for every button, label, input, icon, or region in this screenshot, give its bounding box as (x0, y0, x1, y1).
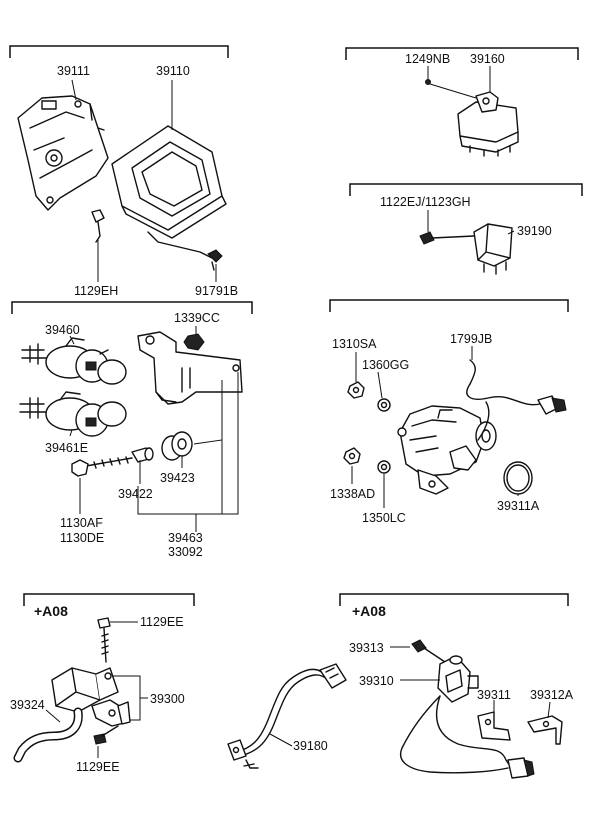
part-number-label: 39180 (293, 739, 328, 753)
group-bracket (11, 301, 253, 314)
part-number-label: 1122EJ/1123GH (380, 195, 471, 209)
collar-39422-part (131, 447, 154, 463)
distributor-harness-part (466, 359, 567, 441)
group-bracket (23, 593, 195, 606)
leader-line (377, 371, 383, 399)
sensor-harness-part (227, 663, 347, 769)
washer-1350lc-part (377, 460, 391, 474)
group-bracket (349, 183, 583, 196)
distributor-part (397, 405, 497, 495)
grommet-39423-part (161, 431, 193, 461)
valve-bracket-part (137, 331, 243, 405)
group-cam-sensor: +A08 (339, 593, 574, 779)
part-number-label: 39300 (150, 692, 185, 706)
variant-tag: +A08 (352, 603, 386, 619)
part-number-label: 1249NB (405, 52, 450, 66)
leader-line (507, 230, 515, 235)
screw-1122ej-part (419, 231, 475, 245)
part-number-label: 39463 (168, 531, 203, 545)
group-ecu: 39111 39110 1129EH 91791B (9, 45, 238, 298)
leader-line (71, 79, 77, 101)
screw-1129ee-bottom-part (93, 725, 119, 745)
part-number-label: 1129EH (74, 284, 118, 298)
part-number-label: 39313 (349, 641, 384, 655)
nut-1338ad-part (343, 447, 361, 465)
solenoid-valve-39460-part (21, 337, 127, 385)
bolt-1130af-part (71, 456, 133, 477)
washer-1360gg-part (377, 398, 391, 412)
cam-sensor-harness-part (399, 695, 535, 779)
group-sensor-harness: 39180 (227, 663, 347, 769)
part-number-label: 39324 (10, 698, 45, 712)
part-number-label: 39160 (470, 52, 505, 66)
part-number-label: 1360GG (362, 358, 409, 372)
map-sensor-bracket-part (91, 699, 131, 727)
ecu-bracket-part (17, 95, 109, 211)
part-number-label: 1129EE (140, 615, 184, 629)
leader-line (69, 335, 75, 345)
part-number-label: 1799JB (450, 332, 492, 346)
part-number-label: 1350LC (362, 511, 406, 525)
group-bracket (345, 47, 579, 60)
leader-line (137, 372, 239, 515)
bolt-39313-part (411, 639, 449, 665)
nut-1339cc-part (183, 333, 205, 351)
screw-1129eh-part (91, 209, 105, 243)
part-number-label: 39310 (359, 674, 394, 688)
part-number-label: 39190 (517, 224, 552, 238)
variant-tag: +A08 (34, 603, 68, 619)
solenoid-valve-39461e-part (19, 391, 127, 437)
relay-39190-part (473, 223, 513, 275)
ecu-module-part (111, 125, 227, 259)
leader-line (112, 675, 148, 721)
group-bracket (329, 299, 569, 312)
leader-line (69, 429, 73, 437)
part-number-label: 39423 (160, 471, 195, 485)
part-number-label: 1310SA (332, 337, 377, 351)
part-number-label: 39110 (156, 64, 190, 78)
part-number-label: 39311 (477, 688, 511, 702)
part-number-label: 1338AD (330, 487, 375, 501)
part-number-label: 1130AF (60, 516, 103, 530)
part-number-label: 1130DE (60, 531, 104, 545)
part-number-label: 39312A (530, 688, 574, 702)
group-relay-2: 1122EJ/1123GH 39190 (349, 183, 583, 275)
part-number-label: 1339CC (174, 311, 220, 325)
group-bracket (9, 45, 229, 58)
leader-line (429, 83, 477, 99)
nut-1310sa-part (347, 381, 365, 399)
part-number-label: 39461E (45, 441, 88, 455)
bolt-91791b-part (207, 249, 223, 271)
screw-1249nb-part (425, 79, 431, 85)
part-number-label: 33092 (168, 545, 203, 559)
o-ring-39311a-part (503, 461, 533, 495)
leader-line (269, 733, 293, 747)
vacuum-hose-part (13, 707, 83, 763)
group-bracket (339, 593, 569, 606)
cam-plate-39312a-part (527, 715, 563, 745)
group-distributor: 1310SA 1360GG 1799JB 1338AD 1350LC 39311… (329, 299, 569, 525)
group-relay-1: 1249NB 39160 (345, 47, 579, 157)
cam-sensor-part (437, 655, 479, 703)
part-number-label: 39111 (57, 64, 90, 78)
leader-line (547, 701, 551, 719)
part-number-label: 39460 (45, 323, 80, 337)
group-valves: 39460 1339CC 39461E 39423 39422 1130AF 1… (11, 301, 253, 559)
relay-39160-part (457, 91, 519, 157)
cam-bracket-39311-part (477, 711, 511, 741)
part-number-label: 91791B (195, 284, 238, 298)
screw-1129ee-top-part (97, 617, 111, 663)
part-number-label: 1129EE (76, 760, 120, 774)
leader-line (45, 709, 61, 723)
group-map-sensor: +A08 (10, 593, 195, 774)
part-number-label: 39311A (497, 499, 540, 513)
part-number-label: 39422 (118, 487, 153, 501)
